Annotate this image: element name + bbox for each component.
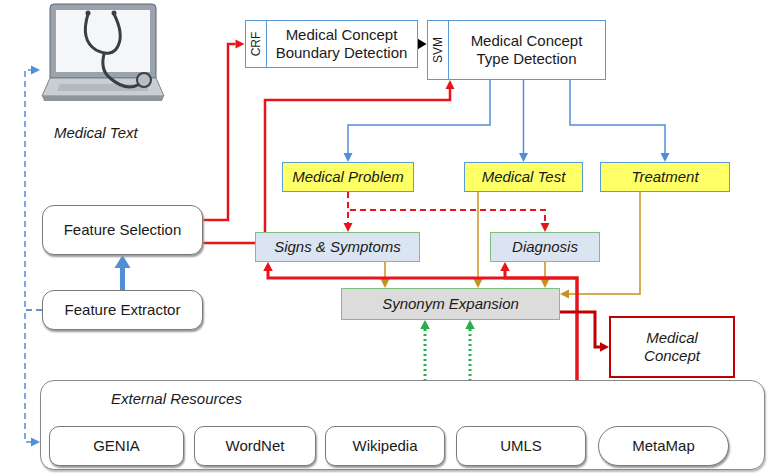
arrow-head [560, 290, 569, 299]
connector-arrow [25, 66, 42, 311]
category-box: Medical Problem [282, 162, 414, 192]
node-label: Medical Concept Type Detection [455, 32, 599, 68]
output-box: Medical Concept [609, 316, 735, 378]
strip-label: SVM [430, 37, 444, 63]
arrow-head [446, 80, 455, 89]
node-label: Treatment [631, 168, 698, 186]
resource-band: External ResourcesGENIA WordNet Wikipedia U… [40, 380, 765, 470]
node-label: MetaMap [632, 437, 695, 455]
connector-arrow [381, 262, 390, 288]
node-label: WordNet [226, 437, 285, 455]
node-label: Medical Concept [617, 329, 727, 365]
connector-arrow [560, 312, 609, 352]
strip-cell: SVM [428, 21, 449, 79]
connector-line [384, 262, 386, 279]
arrow-head [263, 262, 273, 271]
arrow-head [541, 279, 550, 288]
node-label: Medical Concept Boundary Detection [273, 26, 411, 62]
arrow-head [661, 153, 670, 162]
process-box: CRF Medical Concept Boundary Detection [245, 20, 418, 68]
connector-line [348, 80, 490, 153]
connector-line [523, 80, 525, 153]
text-cell: Medical Concept Type Detection [449, 21, 605, 79]
connector-arrow [570, 80, 670, 162]
node-label: Signs & Symptoms [274, 238, 401, 256]
strip-cell: CRF [246, 21, 267, 67]
connector-arrow [115, 255, 131, 290]
arrow-head [519, 153, 528, 162]
category-box: Treatment [600, 162, 730, 192]
process-box: SVM Medical Concept Type Detection [427, 20, 606, 80]
connector-arrow [474, 192, 483, 288]
connector-arrow [519, 80, 528, 162]
arrow-head [344, 223, 353, 232]
node-label: GENIA [93, 437, 140, 455]
process-box: Feature Extractor [42, 290, 203, 330]
node-label: Wikipedia [352, 437, 417, 455]
connector-line [120, 268, 125, 290]
process-box: Synonym Expansion [341, 288, 560, 320]
connector-line [348, 192, 545, 223]
process-box: Feature Selection [42, 205, 203, 255]
text-cell: Medical Concept Boundary Detection [267, 21, 417, 67]
connector-arrow [348, 192, 550, 232]
category-box: Medical Test [464, 162, 583, 192]
arrow-head [31, 438, 40, 447]
laptop-icon [40, 0, 165, 112]
laptop-figure: Medical Text [40, 0, 165, 148]
arrow-head [600, 342, 609, 352]
arrow-head [381, 279, 390, 288]
resource-box: UMLS [456, 426, 586, 466]
connector-line [25, 70, 42, 310]
resource-box: Wikipedia [325, 426, 445, 466]
connector-line [477, 192, 479, 279]
resource-box: GENIA [49, 426, 184, 466]
arrow-head [236, 40, 245, 49]
connector-arrow [203, 80, 455, 243]
band-heading: External Resources [111, 390, 242, 408]
arrow-head [541, 223, 550, 232]
node-label: Synonym Expansion [382, 295, 519, 313]
arrow-head [474, 279, 483, 288]
subcategory-box: Signs & Symptoms [255, 232, 420, 262]
connector-line [570, 80, 665, 153]
connector-arrow [344, 80, 491, 162]
connector-line [544, 262, 546, 279]
arrow-head [344, 153, 353, 162]
node-label: UMLS [500, 437, 542, 455]
connector-line [560, 312, 600, 347]
figure-caption: Medical Text [54, 124, 138, 142]
connector-arrow [203, 40, 245, 221]
strip-label: CRF [248, 32, 262, 57]
arrow-head [115, 255, 131, 268]
arrow-head [31, 66, 40, 75]
connector-line [203, 89, 450, 243]
connector-line [203, 44, 236, 220]
resource-box: WordNet [194, 426, 316, 466]
arrow-head [465, 320, 475, 329]
node-label: Medical Test [482, 168, 566, 186]
node-label: Medical Problem [292, 168, 404, 186]
subcategory-box: Diagnosis [490, 232, 600, 262]
connector-arrow [541, 262, 550, 288]
arrow-head [420, 320, 430, 329]
node-label: Feature Selection [64, 221, 182, 239]
arrow-head [500, 262, 510, 271]
resource-box: MetaMap [598, 426, 729, 466]
node-label: Diagnosis [512, 238, 578, 256]
node-label: Feature Extractor [65, 301, 181, 319]
